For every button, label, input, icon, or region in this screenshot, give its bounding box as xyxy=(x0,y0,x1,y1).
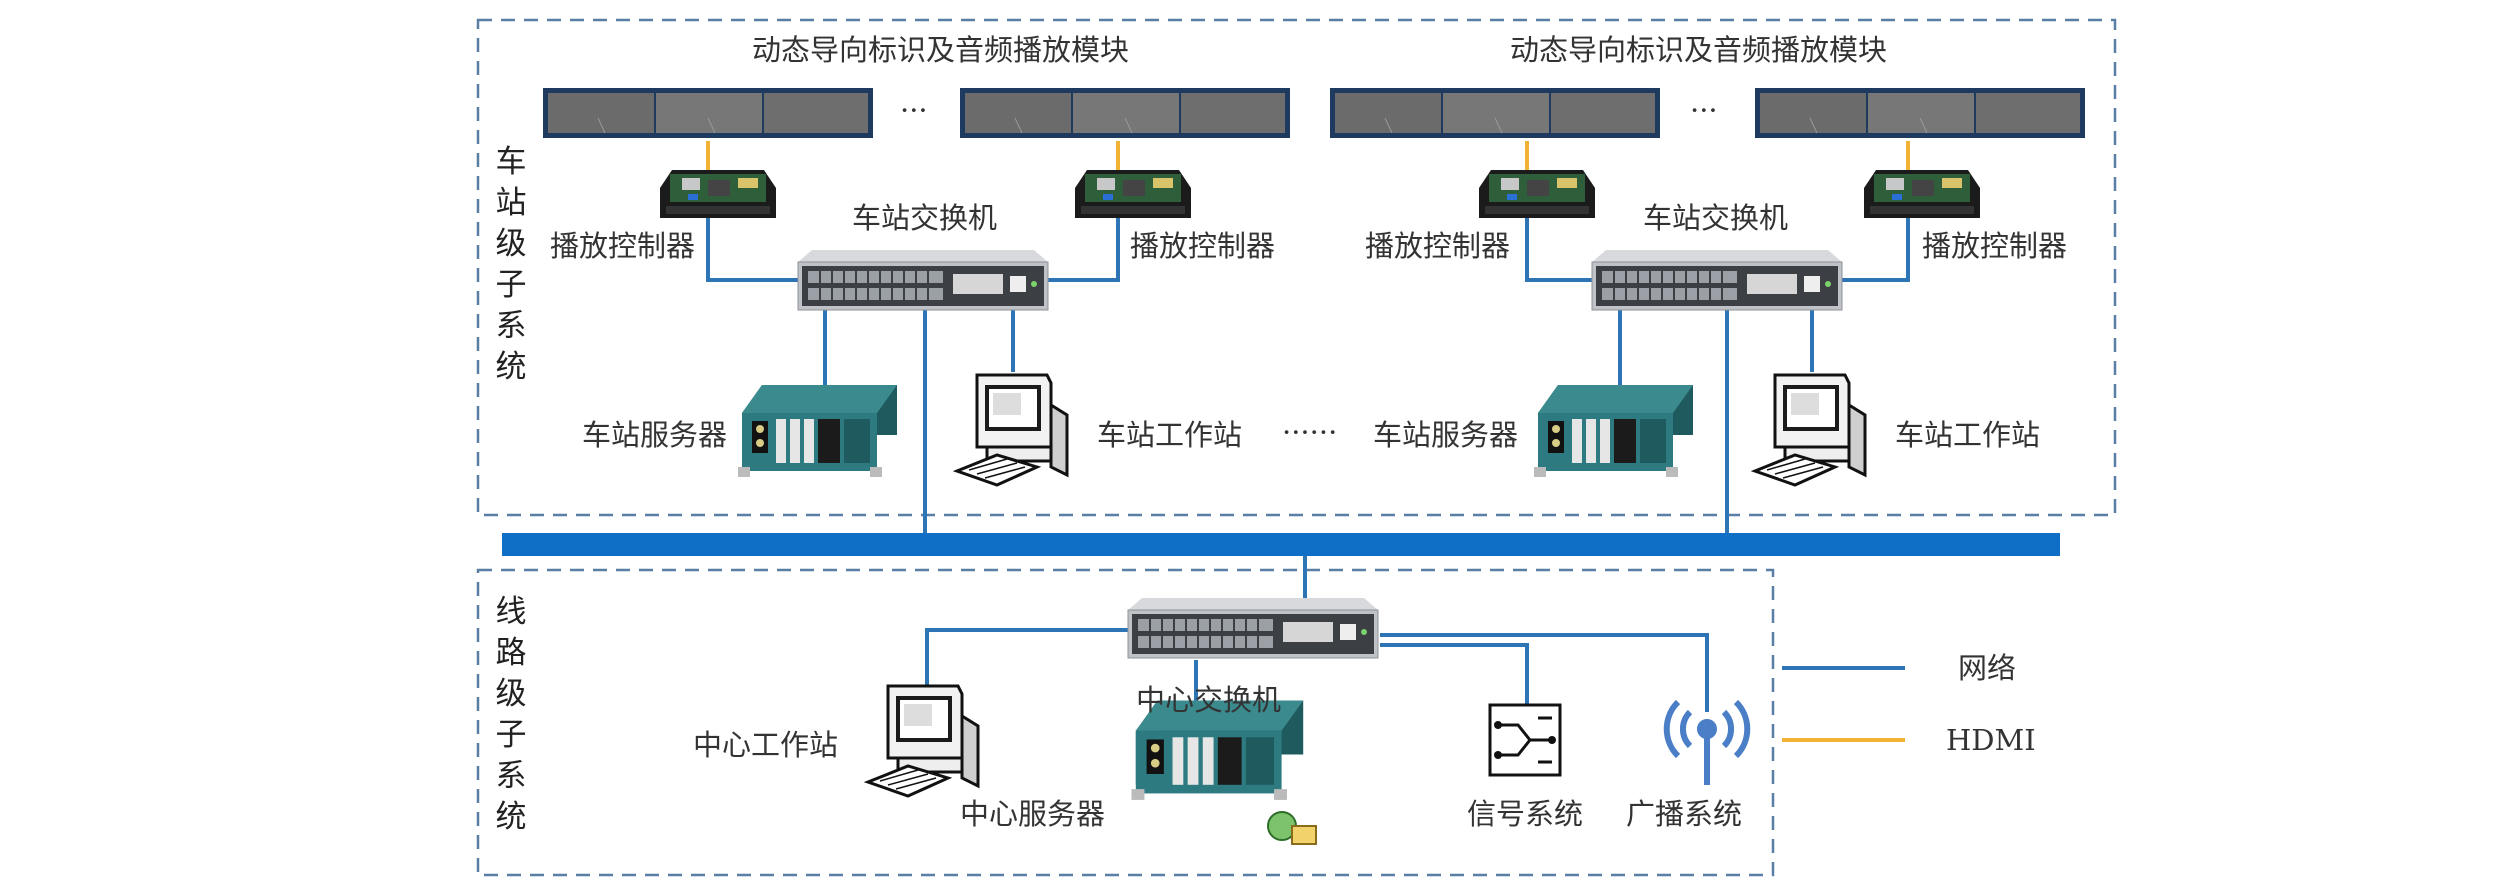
station-subsystem-border xyxy=(476,18,2117,517)
signal-system-label: 信号系统 xyxy=(1467,797,1584,831)
led-display-screen xyxy=(1329,87,1661,139)
station-server-icon xyxy=(1534,385,1693,477)
led-display-screen xyxy=(542,87,874,139)
play-controller-label: 播放控制器 xyxy=(1922,229,2068,263)
between-groups-ellipsis: ······ xyxy=(1282,415,1338,449)
led-display-screen xyxy=(959,87,1291,139)
play-controller-label: 播放控制器 xyxy=(550,229,696,263)
station-workstation-label: 车站工作站 xyxy=(1097,418,1243,452)
broadcast-system-label: 广播系统 xyxy=(1626,797,1743,831)
line-subsystem-label: 线路级子系统 xyxy=(495,594,527,835)
module-label: 动态导向标识及音频播放模块 xyxy=(752,33,1130,67)
center-workstation-icon xyxy=(866,684,980,798)
station-switch-icon xyxy=(1591,249,1843,311)
center-workstation-label: 中心工作站 xyxy=(693,728,839,762)
play-controller-label: 播放控制器 xyxy=(1130,229,1276,263)
play-controller-icon xyxy=(660,170,776,218)
center-switch-label: 中心交换机 xyxy=(1136,683,1282,717)
play-controller-icon xyxy=(1075,170,1191,218)
station-switch-label: 车站交换机 xyxy=(852,201,998,235)
signal-system-icon xyxy=(1488,703,1562,777)
hdmi-links xyxy=(706,141,1910,170)
station-switch-icon xyxy=(797,249,1049,311)
station-workstation-icon xyxy=(955,373,1069,487)
screen-ellipsis: ··· xyxy=(900,93,928,127)
led-display-screen xyxy=(1754,87,2086,139)
station-workstation-icon xyxy=(1753,373,1867,487)
station-server-label: 车站服务器 xyxy=(1373,418,1519,452)
play-controller-label: 播放控制器 xyxy=(1365,229,1511,263)
station-switch-label: 车站交换机 xyxy=(1643,201,1789,235)
line-subsystem-border xyxy=(476,568,1775,877)
play-controller-icon xyxy=(1479,170,1595,218)
station-server-icon xyxy=(738,385,897,477)
station-subsystem-label: 车站级子系统 xyxy=(495,144,527,385)
screen-ellipsis: ··· xyxy=(1690,93,1718,127)
backbone-network-bar xyxy=(502,533,2060,556)
legend-hdmi-label: HDMI xyxy=(1946,723,2036,757)
legend-network-label: 网络 xyxy=(1958,651,2017,685)
center-server-label: 中心服务器 xyxy=(960,797,1106,831)
module-label: 动态导向标识及音频播放模块 xyxy=(1510,33,1888,67)
station-server-label: 车站服务器 xyxy=(582,418,728,452)
station-workstation-label: 车站工作站 xyxy=(1895,418,2041,452)
center-switch-icon xyxy=(1127,597,1379,659)
broadcast-system-icon xyxy=(1663,699,1751,785)
play-controller-icon xyxy=(1864,170,1980,218)
center-server-icon xyxy=(1131,700,1317,845)
